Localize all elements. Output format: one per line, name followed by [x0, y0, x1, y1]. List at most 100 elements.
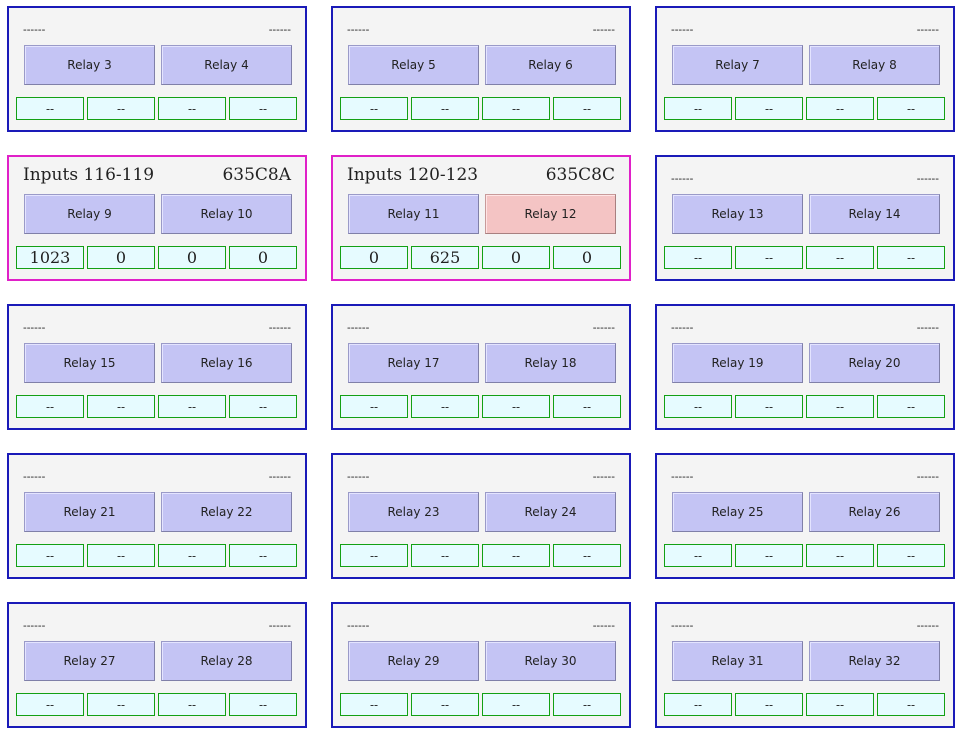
- relay-button[interactable]: Relay 8: [809, 45, 940, 85]
- input-value-row: --------: [340, 693, 621, 716]
- relay-button[interactable]: Relay 22: [161, 492, 292, 532]
- panel-header: ------ ------: [23, 465, 291, 487]
- input-value-row: --------: [340, 97, 621, 120]
- input-value: 0: [158, 246, 226, 269]
- relay-button[interactable]: Relay 14: [809, 194, 940, 234]
- relay-button[interactable]: Relay 21: [24, 492, 155, 532]
- relay-button[interactable]: Relay 9: [24, 194, 155, 234]
- panel-input-range-label: ------: [23, 22, 46, 36]
- relay-button[interactable]: Relay 23: [348, 492, 479, 532]
- relay-button[interactable]: Relay 25: [672, 492, 803, 532]
- panel-device-id: ------: [592, 320, 615, 334]
- panel-device-id: ------: [592, 618, 615, 632]
- relay-button[interactable]: Relay 12: [485, 194, 616, 234]
- input-value-row: --------: [664, 544, 945, 567]
- relay-button[interactable]: Relay 19: [672, 343, 803, 383]
- panel-header: ------ ------: [671, 18, 939, 40]
- input-value: --: [877, 395, 945, 418]
- relay-button[interactable]: Relay 7: [672, 45, 803, 85]
- input-value-row: --------: [16, 693, 297, 716]
- input-value: --: [87, 693, 155, 716]
- input-value: --: [16, 395, 84, 418]
- relay-button[interactable]: Relay 15: [24, 343, 155, 383]
- panel-device-id: 635C8A: [222, 165, 291, 185]
- panel-input-range-label: ------: [23, 320, 46, 334]
- relay-button[interactable]: Relay 32: [809, 641, 940, 681]
- panel-device-id: ------: [268, 618, 291, 632]
- input-value: --: [158, 693, 226, 716]
- input-value: --: [877, 97, 945, 120]
- panel-header: Inputs 116-119 635C8A: [23, 164, 291, 186]
- input-value: --: [735, 246, 803, 269]
- input-value: --: [482, 693, 550, 716]
- panel-device-id: ------: [268, 469, 291, 483]
- input-value: --: [664, 544, 732, 567]
- relay-button[interactable]: Relay 28: [161, 641, 292, 681]
- panel-input-range-label: ------: [671, 320, 694, 334]
- relay-button[interactable]: Relay 31: [672, 641, 803, 681]
- panel-device-id: ------: [916, 22, 939, 36]
- panel-header: ------------: [347, 614, 615, 636]
- panel-header: ------------: [671, 316, 939, 338]
- relay-button[interactable]: Relay 24: [485, 492, 616, 532]
- panel-input-range-label: ------: [671, 469, 694, 483]
- panel-input-range-label: ------: [23, 618, 46, 632]
- input-value: --: [735, 97, 803, 120]
- relay-button[interactable]: Relay 17: [348, 343, 479, 383]
- input-value: --: [229, 693, 297, 716]
- relay-button[interactable]: Relay 6: [485, 45, 616, 85]
- relay-button[interactable]: Relay 20: [809, 343, 940, 383]
- relay-button[interactable]: Relay 18: [485, 343, 616, 383]
- relay-button[interactable]: Relay 16: [161, 343, 292, 383]
- panel-input-range-label: ------: [23, 469, 46, 483]
- input-value: --: [735, 693, 803, 716]
- relay-button[interactable]: Relay 13: [672, 194, 803, 234]
- input-value-row: --------: [664, 97, 945, 120]
- input-value: --: [411, 693, 479, 716]
- relay-button[interactable]: Relay 11: [348, 194, 479, 234]
- panel-input-range-label: Inputs 116-119: [23, 165, 155, 185]
- panel-input-range-label: ------: [671, 171, 694, 185]
- input-value-row: --------: [340, 395, 621, 418]
- relay-button[interactable]: Relay 4: [161, 45, 292, 85]
- input-value: --: [664, 246, 732, 269]
- relay-button[interactable]: Relay 10: [161, 194, 292, 234]
- input-value-row: --------: [664, 395, 945, 418]
- relay-button[interactable]: Relay 5: [348, 45, 479, 85]
- input-value: 0: [553, 246, 621, 269]
- input-value: --: [553, 693, 621, 716]
- relay-button[interactable]: Relay 3: [24, 45, 155, 85]
- input-value: 0: [340, 246, 408, 269]
- panel-header: ------------: [347, 18, 615, 40]
- panel-device-id: ------: [592, 22, 615, 36]
- panel-device-id: ------: [268, 320, 291, 334]
- panel-header: ------ ------: [23, 316, 291, 338]
- relay-button[interactable]: Relay 29: [348, 641, 479, 681]
- input-value: --: [664, 395, 732, 418]
- panel-device-id: ------: [592, 469, 615, 483]
- panel-input-range-label: ------: [347, 320, 370, 334]
- panel-input-range-label: ------: [671, 22, 694, 36]
- input-value: --: [87, 544, 155, 567]
- relay-button[interactable]: Relay 27: [24, 641, 155, 681]
- relay-button[interactable]: Relay 30: [485, 641, 616, 681]
- input-value: --: [340, 97, 408, 120]
- input-value-row: --------: [16, 395, 297, 418]
- relay-button[interactable]: Relay 26: [809, 492, 940, 532]
